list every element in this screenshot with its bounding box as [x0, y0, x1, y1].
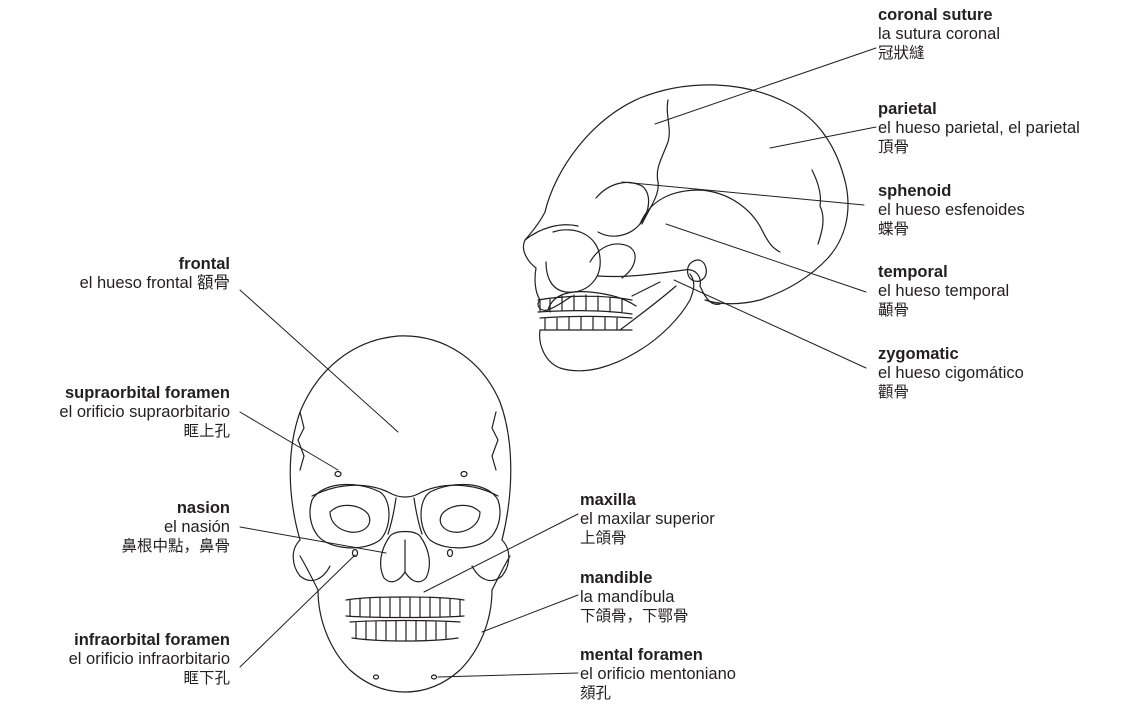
right-orbit-inner	[440, 505, 480, 532]
lateral-skull	[523, 85, 848, 371]
label-maxilla-es: el maxilar superior	[580, 510, 715, 529]
label-sphenoid-es: el hueso esfenoides	[878, 201, 1025, 220]
lambdoid-suture-line	[812, 170, 823, 244]
label-nasion-en: nasion	[121, 499, 230, 518]
lateral-orbit	[546, 230, 600, 292]
label-parietal-es: el hueso parietal, el parietal	[878, 119, 1080, 138]
label-parietal: parietal el hueso parietal, el parietal …	[878, 100, 1080, 157]
lateral-upper-teeth	[538, 295, 632, 314]
label-coronal-suture-zh: 冠狀縫	[878, 44, 1000, 63]
frontal-upper-teeth	[346, 597, 464, 618]
frontal-temporal-suture-right	[492, 412, 498, 470]
label-maxilla-zh: 上頜骨	[580, 529, 715, 548]
nasal-bone	[388, 498, 422, 534]
lateral-lower-teeth	[540, 317, 632, 331]
frontal-skull	[290, 336, 511, 692]
label-infraorbital-foramen-es: el orificio infraorbitario	[69, 650, 230, 669]
right-supraorbital-foramen	[461, 472, 467, 477]
lateral-zygoma-body	[590, 244, 635, 278]
label-infraorbital-foramen-en: infraorbital foramen	[69, 631, 230, 650]
left-supraorbital-foramen	[335, 472, 341, 477]
label-frontal: frontal el hueso frontal 額骨	[80, 255, 230, 293]
label-zygomatic: zygomatic el hueso cigomático 顴骨	[878, 345, 1024, 402]
squamosal-suture-line	[640, 190, 780, 252]
label-coronal-suture-en: coronal suture	[878, 6, 1000, 25]
frontal-temporal-suture-left	[298, 412, 304, 470]
label-supraorbital-foramen-es: el orificio supraorbitario	[59, 403, 230, 422]
label-supraorbital-foramen: supraorbital foramen el orificio supraor…	[59, 384, 230, 441]
label-temporal-zh: 顳骨	[878, 301, 1009, 320]
label-nasion: nasion el nasión 鼻根中點，鼻骨	[121, 499, 230, 556]
label-temporal-es: el hueso temporal	[878, 282, 1009, 301]
label-infraorbital-foramen-zh: 眶下孔	[69, 669, 230, 688]
label-zygomatic-zh: 顴骨	[878, 383, 1024, 402]
label-coronal-suture-es: la sutura coronal	[878, 25, 1000, 44]
frontal-mandible-angle-left	[300, 556, 318, 590]
label-infraorbital-foramen: infraorbital foramen el orificio infraor…	[69, 631, 230, 688]
leader-zygomatic	[674, 280, 866, 368]
label-frontal-en: frontal	[80, 255, 230, 274]
label-nasion-zh: 鼻根中點，鼻骨	[121, 537, 230, 556]
label-sphenoid-zh: 蝶骨	[878, 220, 1025, 239]
lateral-brow	[525, 225, 578, 240]
right-zygoma	[472, 540, 509, 581]
leader-mental-foramen	[438, 673, 578, 677]
label-coronal-suture: coronal suture la sutura coronal 冠狀縫	[878, 6, 1000, 63]
label-mandible: mandible la mandíbula 下頜骨，下鄂骨	[580, 569, 689, 626]
label-zygomatic-es: el hueso cigomático	[878, 364, 1024, 383]
label-parietal-en: parietal	[878, 100, 1080, 119]
lateral-forehead	[523, 212, 545, 300]
label-supraorbital-foramen-zh: 眶上孔	[59, 422, 230, 441]
label-zygomatic-en: zygomatic	[878, 345, 1024, 364]
label-temporal: temporal el hueso temporal 顳骨	[878, 263, 1009, 320]
lateral-ear-canal	[688, 260, 707, 281]
label-mental-foramen-zh: 頦孔	[580, 684, 736, 703]
lateral-zygomatic-arch	[598, 270, 700, 286]
lateral-maxilla	[548, 292, 636, 310]
lateral-sphenoid-region	[596, 182, 649, 236]
frontal-mandible-angle-right	[492, 556, 510, 590]
right-orbit	[421, 484, 500, 547]
leader-mandible	[482, 595, 578, 632]
label-supraorbital-foramen-en: supraorbital foramen	[59, 384, 230, 403]
label-frontal-es: el hueso frontal 額骨	[80, 274, 230, 293]
label-nasion-es: el nasión	[121, 518, 230, 537]
label-maxilla: maxilla el maxilar superior 上頜骨	[580, 491, 715, 548]
label-mental-foramen-en: mental foramen	[580, 646, 736, 665]
coronal-suture-line	[642, 100, 669, 224]
label-sphenoid: sphenoid el hueso esfenoides 蝶骨	[878, 182, 1025, 239]
leader-parietal	[770, 127, 876, 148]
leader-supraorbital-foramen	[240, 412, 338, 470]
right-mental-foramen	[432, 675, 437, 679]
label-parietal-zh: 頂骨	[878, 138, 1080, 157]
frontal-lower-teeth	[350, 621, 460, 642]
frontal-brow-ridge	[312, 485, 498, 497]
left-mental-foramen	[374, 675, 379, 679]
lateral-mandible-ramus	[620, 282, 676, 330]
left-orbit-inner	[330, 505, 370, 532]
label-mandible-zh: 下頜骨，下鄂骨	[580, 607, 689, 626]
label-mental-foramen-es: el orificio mentoniano	[580, 665, 736, 684]
label-mandible-en: mandible	[580, 569, 689, 588]
label-mental-foramen: mental foramen el orificio mentoniano 頦孔	[580, 646, 736, 703]
leader-nasion	[240, 527, 386, 553]
label-sphenoid-en: sphenoid	[878, 182, 1025, 201]
label-mandible-es: la mandíbula	[580, 588, 689, 607]
lateral-mastoid	[700, 286, 720, 304]
label-maxilla-en: maxilla	[580, 491, 715, 510]
right-infraorbital-foramen	[448, 550, 453, 557]
label-temporal-en: temporal	[878, 263, 1009, 282]
leader-frontal	[240, 290, 398, 432]
left-orbit	[310, 484, 389, 547]
left-zygoma	[293, 540, 330, 581]
